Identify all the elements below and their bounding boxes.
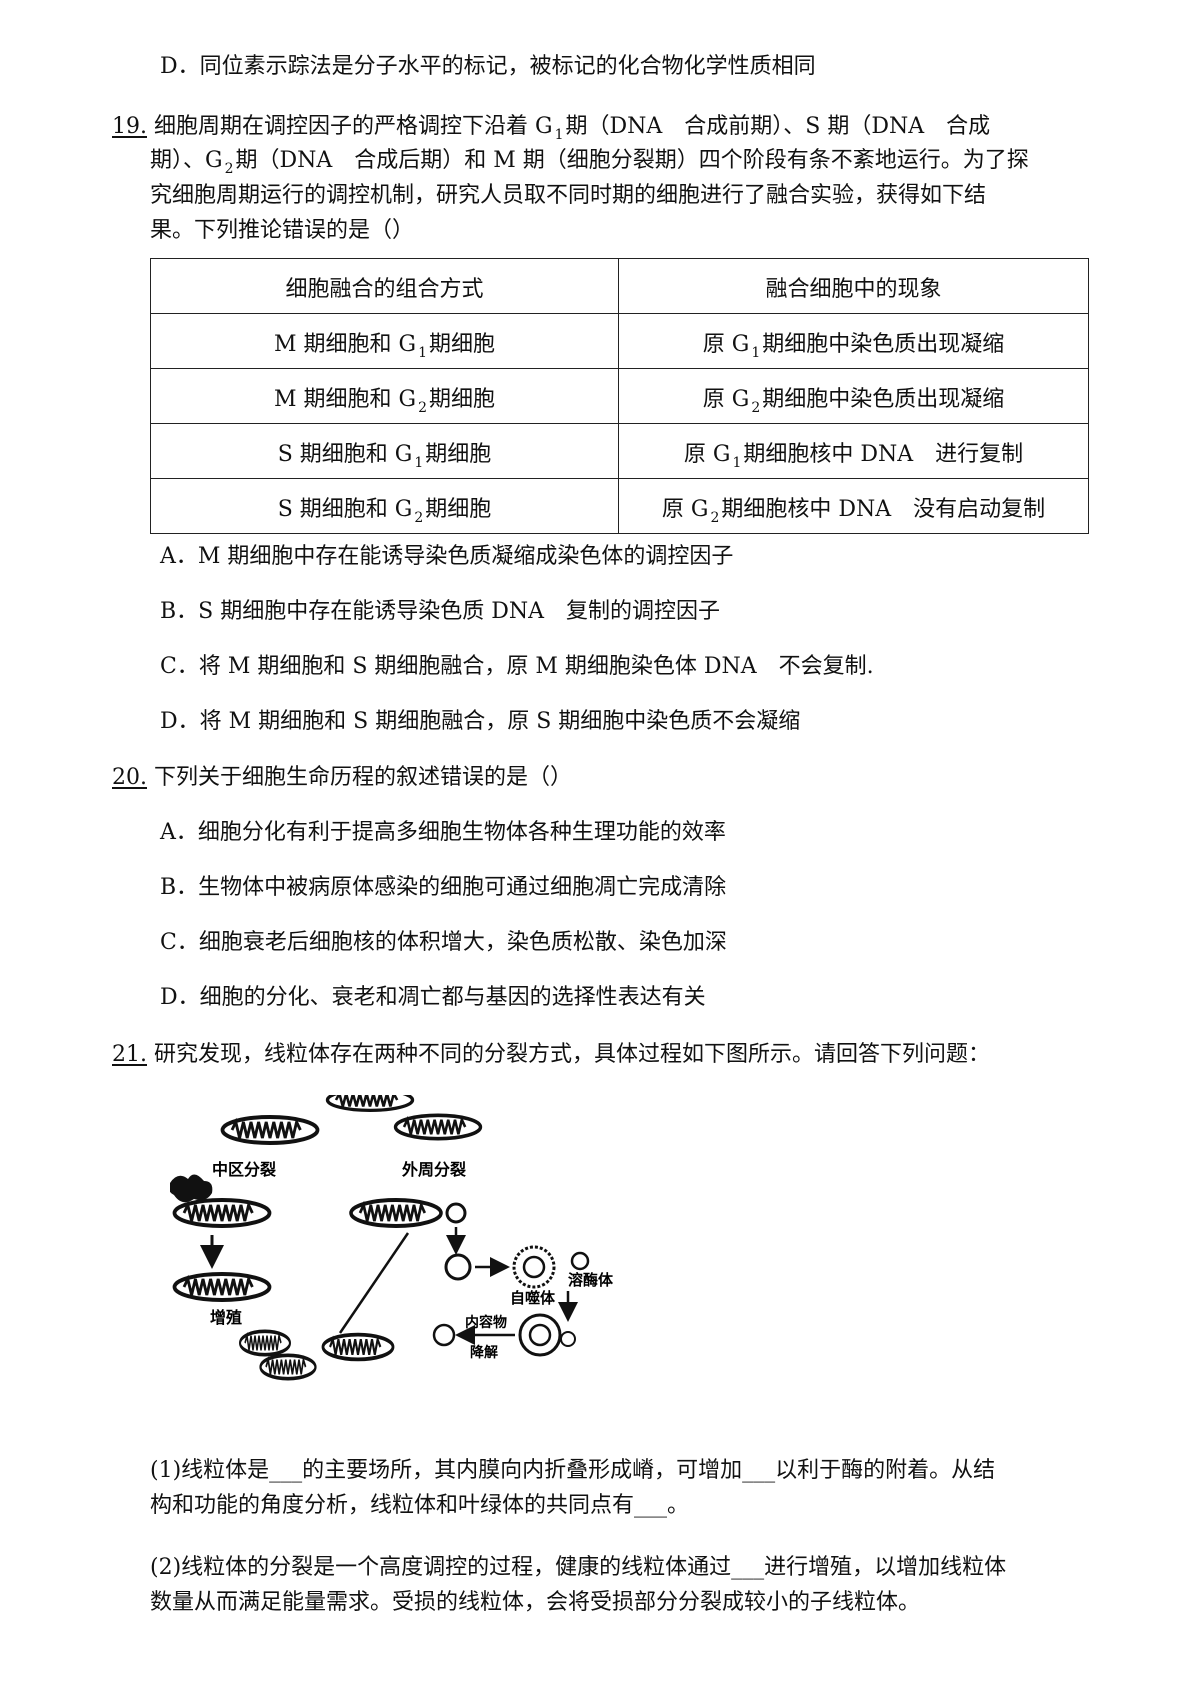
q20-option-a: A．细胞分化有利于提高多细胞生物体各种生理功能的效率 — [160, 820, 726, 845]
lysosome-fused — [560, 1331, 576, 1347]
mitochondrion-proliferating — [172, 1272, 272, 1302]
autolysosome-core — [528, 1323, 552, 1347]
q20-stem: 20. 下列关于细胞生命历程的叙述错误的是（） — [112, 763, 572, 793]
label-degradation: 降解 — [470, 1344, 498, 1361]
autophagosome-shape — [512, 1245, 556, 1289]
subscript-1: 1 — [554, 127, 564, 143]
q19-number: 19. — [112, 114, 147, 139]
cell-text: M 期细胞和 G — [273, 387, 417, 412]
cell-text: 期细胞 — [429, 332, 496, 357]
subscript: 2 — [751, 400, 761, 416]
q19-stem-text: 期）、G — [150, 148, 223, 173]
q21-number: 21. — [112, 1042, 147, 1067]
table-header-row: 细胞融合的组合方式 融合细胞中的现象 — [150, 258, 1089, 314]
q19-stem-text: 细胞周期在调控因子的严格调控下沿着 G — [154, 114, 553, 139]
cell-text: 原 G — [702, 332, 750, 357]
degraded-remnant — [432, 1323, 456, 1347]
subscript: 2 — [710, 510, 720, 526]
mitochondrion-top — [325, 1095, 415, 1113]
cell-text: 期细胞中染色质出现凝缩 — [762, 332, 1005, 357]
q19-stem-text: 期（DNA 合成前期）、S 期（DNA 合成 — [565, 114, 991, 139]
subscript: 1 — [414, 455, 424, 471]
daughter-mitochondrion-3 — [321, 1332, 395, 1362]
cell-text: 期细胞核中 DNA 没有启动复制 — [721, 497, 1046, 522]
cell-text: 原 G — [683, 442, 731, 467]
q19-stem-text: 期（DNA 合成后期）和 M 期（细胞分裂期）四个阶段有条不紊地运行。为了探 — [235, 148, 1029, 173]
q21-stem: 21. 研究发现，线粒体存在两种不同的分裂方式，具体过程如下图所示。请回答下列问… — [112, 1040, 990, 1070]
subscript: 2 — [418, 400, 427, 416]
cell-text: 原 G — [702, 387, 750, 412]
label-central-division: 中区分裂 — [212, 1160, 276, 1179]
subscript: 1 — [418, 345, 427, 361]
cell-text: 期细胞 — [425, 442, 492, 467]
fission-protein-shape — [170, 1174, 213, 1203]
subscript-2: 2 — [224, 161, 234, 177]
daughter-mitochondrion-1 — [238, 1329, 292, 1357]
mitochondrion-peripheral-dividing — [349, 1198, 443, 1228]
cell-text: S 期细胞和 G — [277, 442, 413, 467]
table-header-cell: 细胞融合的组合方式 — [150, 258, 619, 314]
q20-option-d: D．细胞的分化、衰老和凋亡都与基因的选择性表达有关 — [160, 985, 706, 1010]
daughter-mitochondrion-2 — [258, 1353, 318, 1381]
q19-option-c: C．将 M 期细胞和 S 期细胞融合，原 M 期细胞染色体 DNA 不会复制. — [160, 654, 874, 679]
mitochondria-fission-diagram: 中区分裂 外周分裂 增殖 自噬体 溶酶体 内容物 降解 — [170, 1095, 614, 1381]
connector-line — [338, 1232, 410, 1334]
cell-text: 原 G — [661, 497, 709, 522]
subscript: 1 — [732, 455, 742, 471]
small-daughter-mitochondrion — [445, 1202, 467, 1224]
q21-sub1-line-1: (1)线粒体是___的主要场所，其内膜向内折叠形成嵴，可增加___以利于酶的附着… — [150, 1458, 996, 1483]
table-header-cell: 融合细胞中的现象 — [618, 258, 1089, 314]
q20-number: 20. — [112, 765, 147, 790]
q20-option-b: B．生物体中被病原体感染的细胞可通过细胞凋亡完成清除 — [160, 875, 727, 900]
cell-text: 期细胞 — [425, 497, 492, 522]
q19-option-d: D．将 M 期细胞和 S 期细胞融合，原 S 期细胞中染色质不会凝缩 — [160, 709, 801, 734]
q19-stem-line-3: 究细胞周期运行的调控机制，研究人员取不同时期的细胞进行了融合实验，获得如下结 — [150, 183, 987, 208]
q20-stem-text: 下列关于细胞生命历程的叙述错误的是（） — [154, 765, 573, 790]
q21-sub2-line-1: (2)线粒体的分裂是一个高度调控的过程，健康的线粒体通过___进行增殖，以增加线… — [150, 1555, 1007, 1580]
label-lysosome: 溶酶体 — [568, 1271, 614, 1289]
cell-text: 期细胞核中 DNA 进行复制 — [743, 442, 1024, 467]
cell-text: 期细胞 — [429, 387, 496, 412]
q21-sub1-line-2: 构和功能的角度分析，线粒体和叶绿体的共同点有___。 — [150, 1493, 690, 1518]
label-peripheral-division: 外周分裂 — [401, 1160, 466, 1179]
autolysosome-shape — [518, 1313, 562, 1357]
q20-option-c: C．细胞衰老后细胞核的体积增大，染色质松散、染色加深 — [160, 930, 727, 955]
cell-text: 期细胞中染色质出现凝缩 — [762, 387, 1005, 412]
subscript: 2 — [414, 510, 424, 526]
label-contents: 内容物 — [465, 1314, 507, 1331]
mitochondrion-top-right — [393, 1113, 483, 1141]
cell-text: M 期细胞和 G — [273, 332, 417, 357]
mitochondrion-central-dividing — [172, 1198, 272, 1228]
q19-stem-line-4: 果。下列推论错误的是（） — [150, 218, 415, 243]
lysosome-shape — [570, 1251, 590, 1271]
cell-text: S 期细胞和 G — [277, 497, 413, 522]
q19-option-b: B．S 期细胞中存在能诱导染色质 DNA 复制的调控因子 — [160, 599, 721, 624]
autophagosome-core — [522, 1255, 546, 1279]
subscript: 1 — [751, 345, 761, 361]
q18-option-d: D．同位素示踪法是分子水平的标记，被标记的化合物化学性质相同 — [160, 54, 816, 79]
q21-sub2-line-2: 数量从而满足能量需求。受损的线粒体，会将受损部分分裂成较小的子线粒体。 — [150, 1590, 921, 1615]
label-autophagosome: 自噬体 — [510, 1289, 556, 1307]
q19-option-a: A．M 期细胞中存在能诱导染色质凝缩成染色体的调控因子 — [160, 544, 734, 569]
mitochondrion-top-left — [220, 1115, 320, 1145]
damaged-mitochondrion — [444, 1253, 472, 1281]
label-proliferation: 增殖 — [210, 1308, 242, 1327]
q21-stem-text: 研究发现，线粒体存在两种不同的分裂方式，具体过程如下图所示。请回答下列问题： — [154, 1042, 991, 1067]
